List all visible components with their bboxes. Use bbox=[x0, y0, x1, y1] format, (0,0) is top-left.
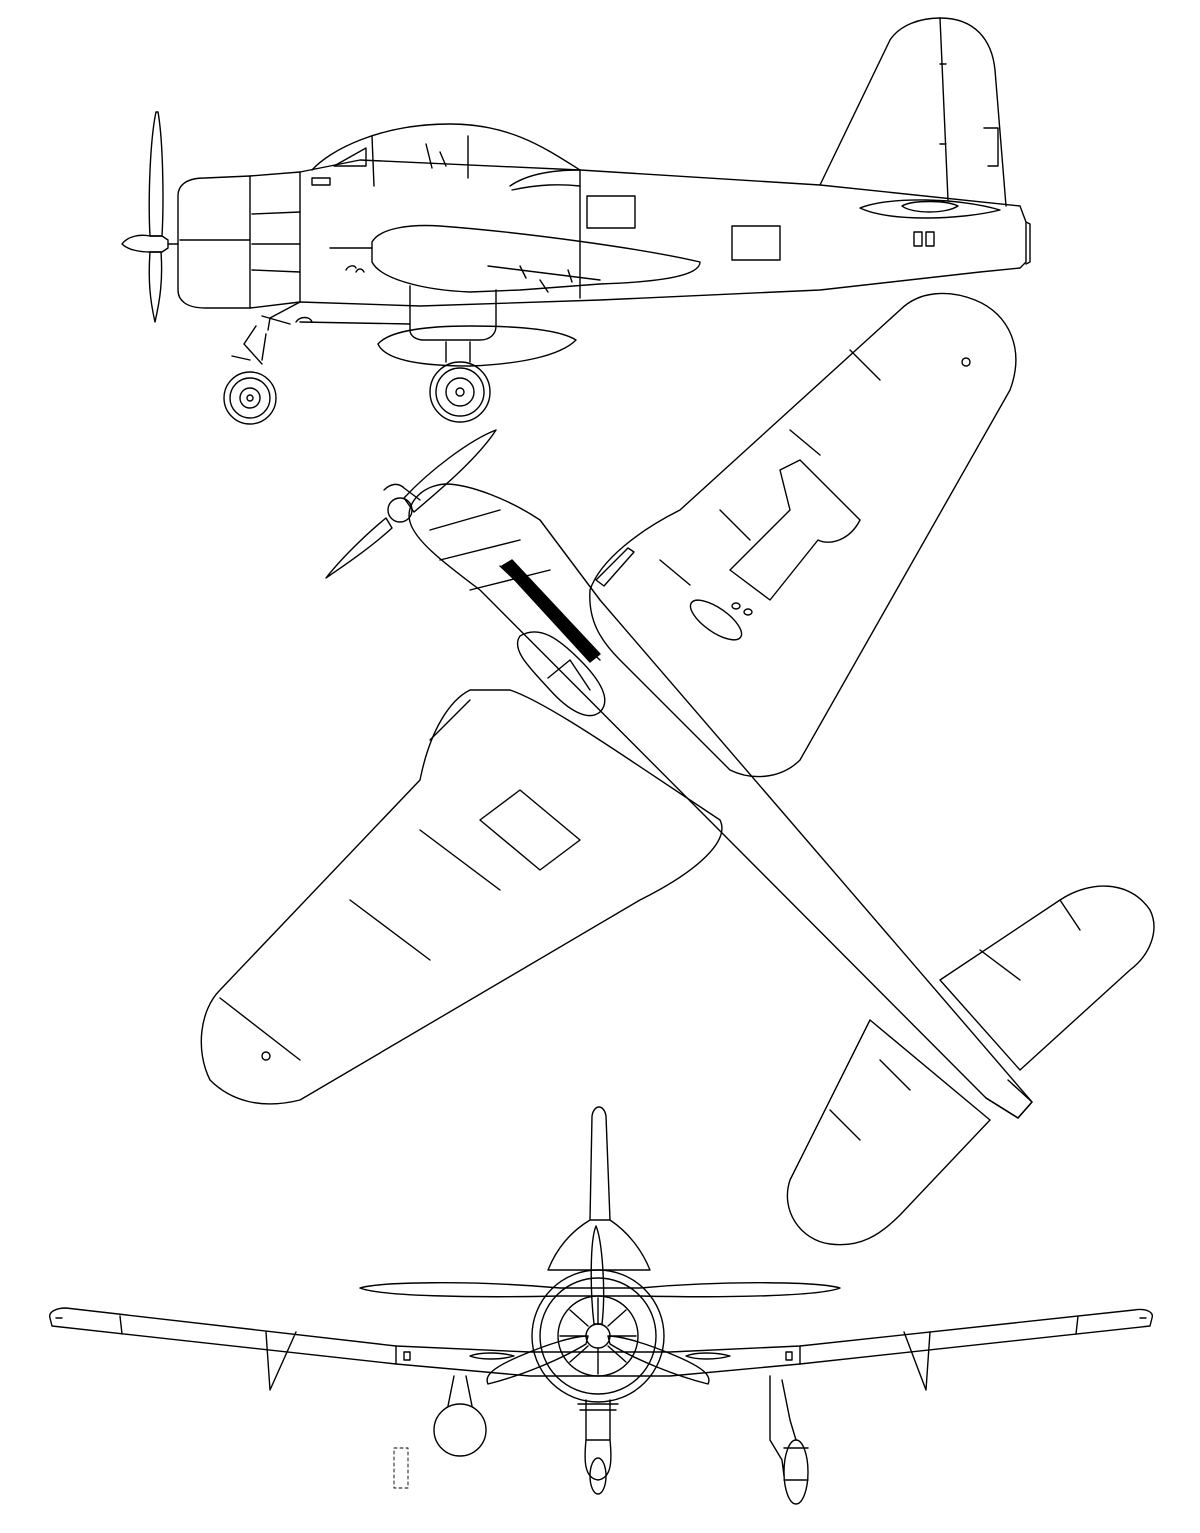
front-cowling bbox=[531, 1269, 665, 1403]
top-fuselage bbox=[408, 483, 1033, 1119]
front-fin bbox=[547, 1106, 651, 1271]
top-propeller bbox=[325, 429, 497, 579]
side-tail-fin bbox=[819, 17, 1007, 207]
front-drop-tank bbox=[433, 1375, 487, 1457]
side-wing bbox=[329, 224, 701, 293]
side-cowling bbox=[177, 171, 301, 309]
front-wing bbox=[49, 1307, 1153, 1377]
top-tailplane-left bbox=[786, 1019, 991, 1246]
side-nose-gear bbox=[223, 301, 411, 425]
side-main-gear bbox=[377, 285, 577, 423]
front-dashed-marker bbox=[393, 1447, 409, 1489]
front-nose-gear bbox=[577, 1399, 619, 1495]
side-canopy bbox=[311, 123, 581, 191]
top-wing-left bbox=[200, 689, 723, 1105]
top-canopy bbox=[516, 631, 606, 717]
side-view bbox=[121, 17, 1031, 425]
front-view bbox=[49, 1106, 1153, 1505]
front-wing-pylons bbox=[265, 1331, 931, 1391]
top-wing-right bbox=[589, 292, 1017, 778]
side-propeller bbox=[121, 111, 179, 323]
front-tailplane bbox=[359, 1282, 841, 1298]
top-exhaust bbox=[501, 559, 601, 663]
front-main-gear bbox=[769, 1375, 809, 1505]
front-propeller bbox=[486, 1225, 710, 1385]
top-tail-cone bbox=[985, 1079, 1033, 1119]
top-tailplane-right bbox=[939, 885, 1155, 1071]
top-view bbox=[200, 292, 1155, 1246]
